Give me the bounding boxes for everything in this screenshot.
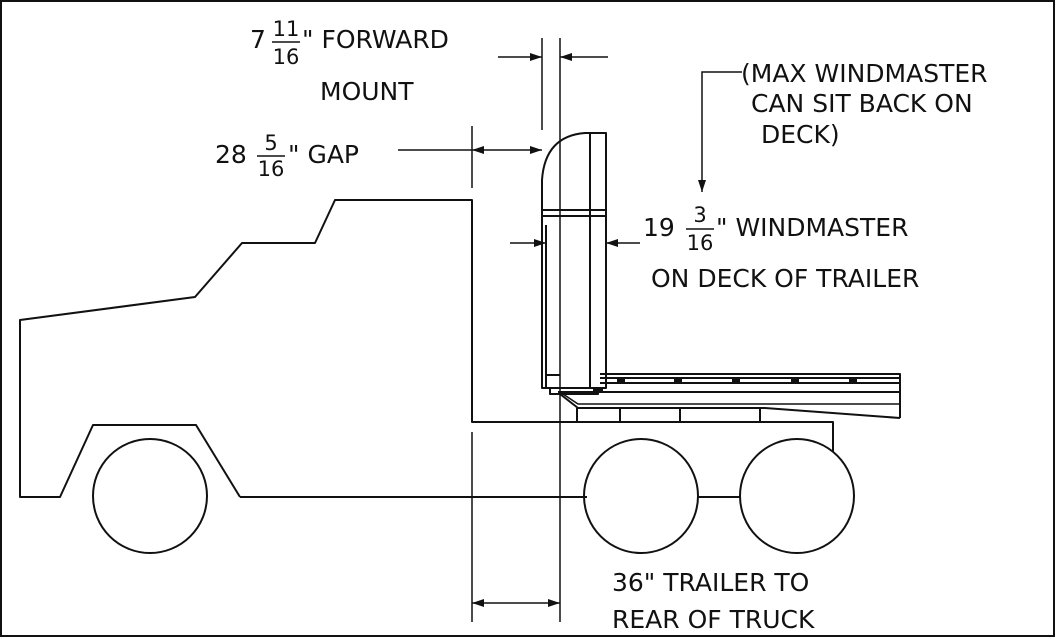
svg-text:REAR OF TRUCK: REAR OF TRUCK <box>612 605 815 634</box>
svg-text:" WINDMASTER: " WINDMASTER <box>716 213 908 242</box>
rear-wheel-2 <box>739 438 855 554</box>
trailer-to-truck-label: 36" TRAILER TO REAR OF TRUCK <box>612 568 815 634</box>
windmaster-label: 19 3 16 " WINDMASTER ON DECK OF TRAILER <box>643 203 919 293</box>
svg-text:28: 28 <box>215 140 247 169</box>
svg-text:11: 11 <box>273 17 300 41</box>
trailer-deck <box>558 373 901 418</box>
front-wheel <box>92 438 208 554</box>
svg-text:MOUNT: MOUNT <box>320 77 414 106</box>
note-leader-arrow <box>698 71 742 192</box>
svg-text:" FORWARD: " FORWARD <box>302 25 449 54</box>
svg-text:5: 5 <box>264 131 277 155</box>
trailer-frame <box>559 393 901 422</box>
svg-text:CAN SIT BACK ON: CAN SIT BACK ON <box>751 89 973 118</box>
svg-text:16: 16 <box>687 231 714 255</box>
windmaster-unit <box>541 132 607 395</box>
svg-text:19: 19 <box>643 213 675 242</box>
svg-text:" GAP: " GAP <box>288 140 359 169</box>
gap-label: 28 5 16 " GAP <box>215 131 359 181</box>
svg-text:3: 3 <box>693 203 706 227</box>
rear-wheel-1 <box>583 438 699 554</box>
windmaster-note: (MAX WINDMASTER CAN SIT BACK ON DECK) <box>741 59 988 149</box>
svg-text:36" TRAILER TO: 36" TRAILER TO <box>612 568 809 597</box>
svg-text:ON DECK OF TRAILER: ON DECK OF TRAILER <box>651 264 919 293</box>
truck-body-outline <box>19 199 834 498</box>
svg-text:(MAX WINDMASTER: (MAX WINDMASTER <box>741 59 988 88</box>
forward-mount-label: 7 11 16 " FORWARD MOUNT <box>250 17 449 106</box>
svg-text:7: 7 <box>250 25 266 54</box>
svg-text:16: 16 <box>258 157 285 181</box>
svg-text:DECK): DECK) <box>761 120 840 149</box>
svg-text:16: 16 <box>273 45 300 69</box>
